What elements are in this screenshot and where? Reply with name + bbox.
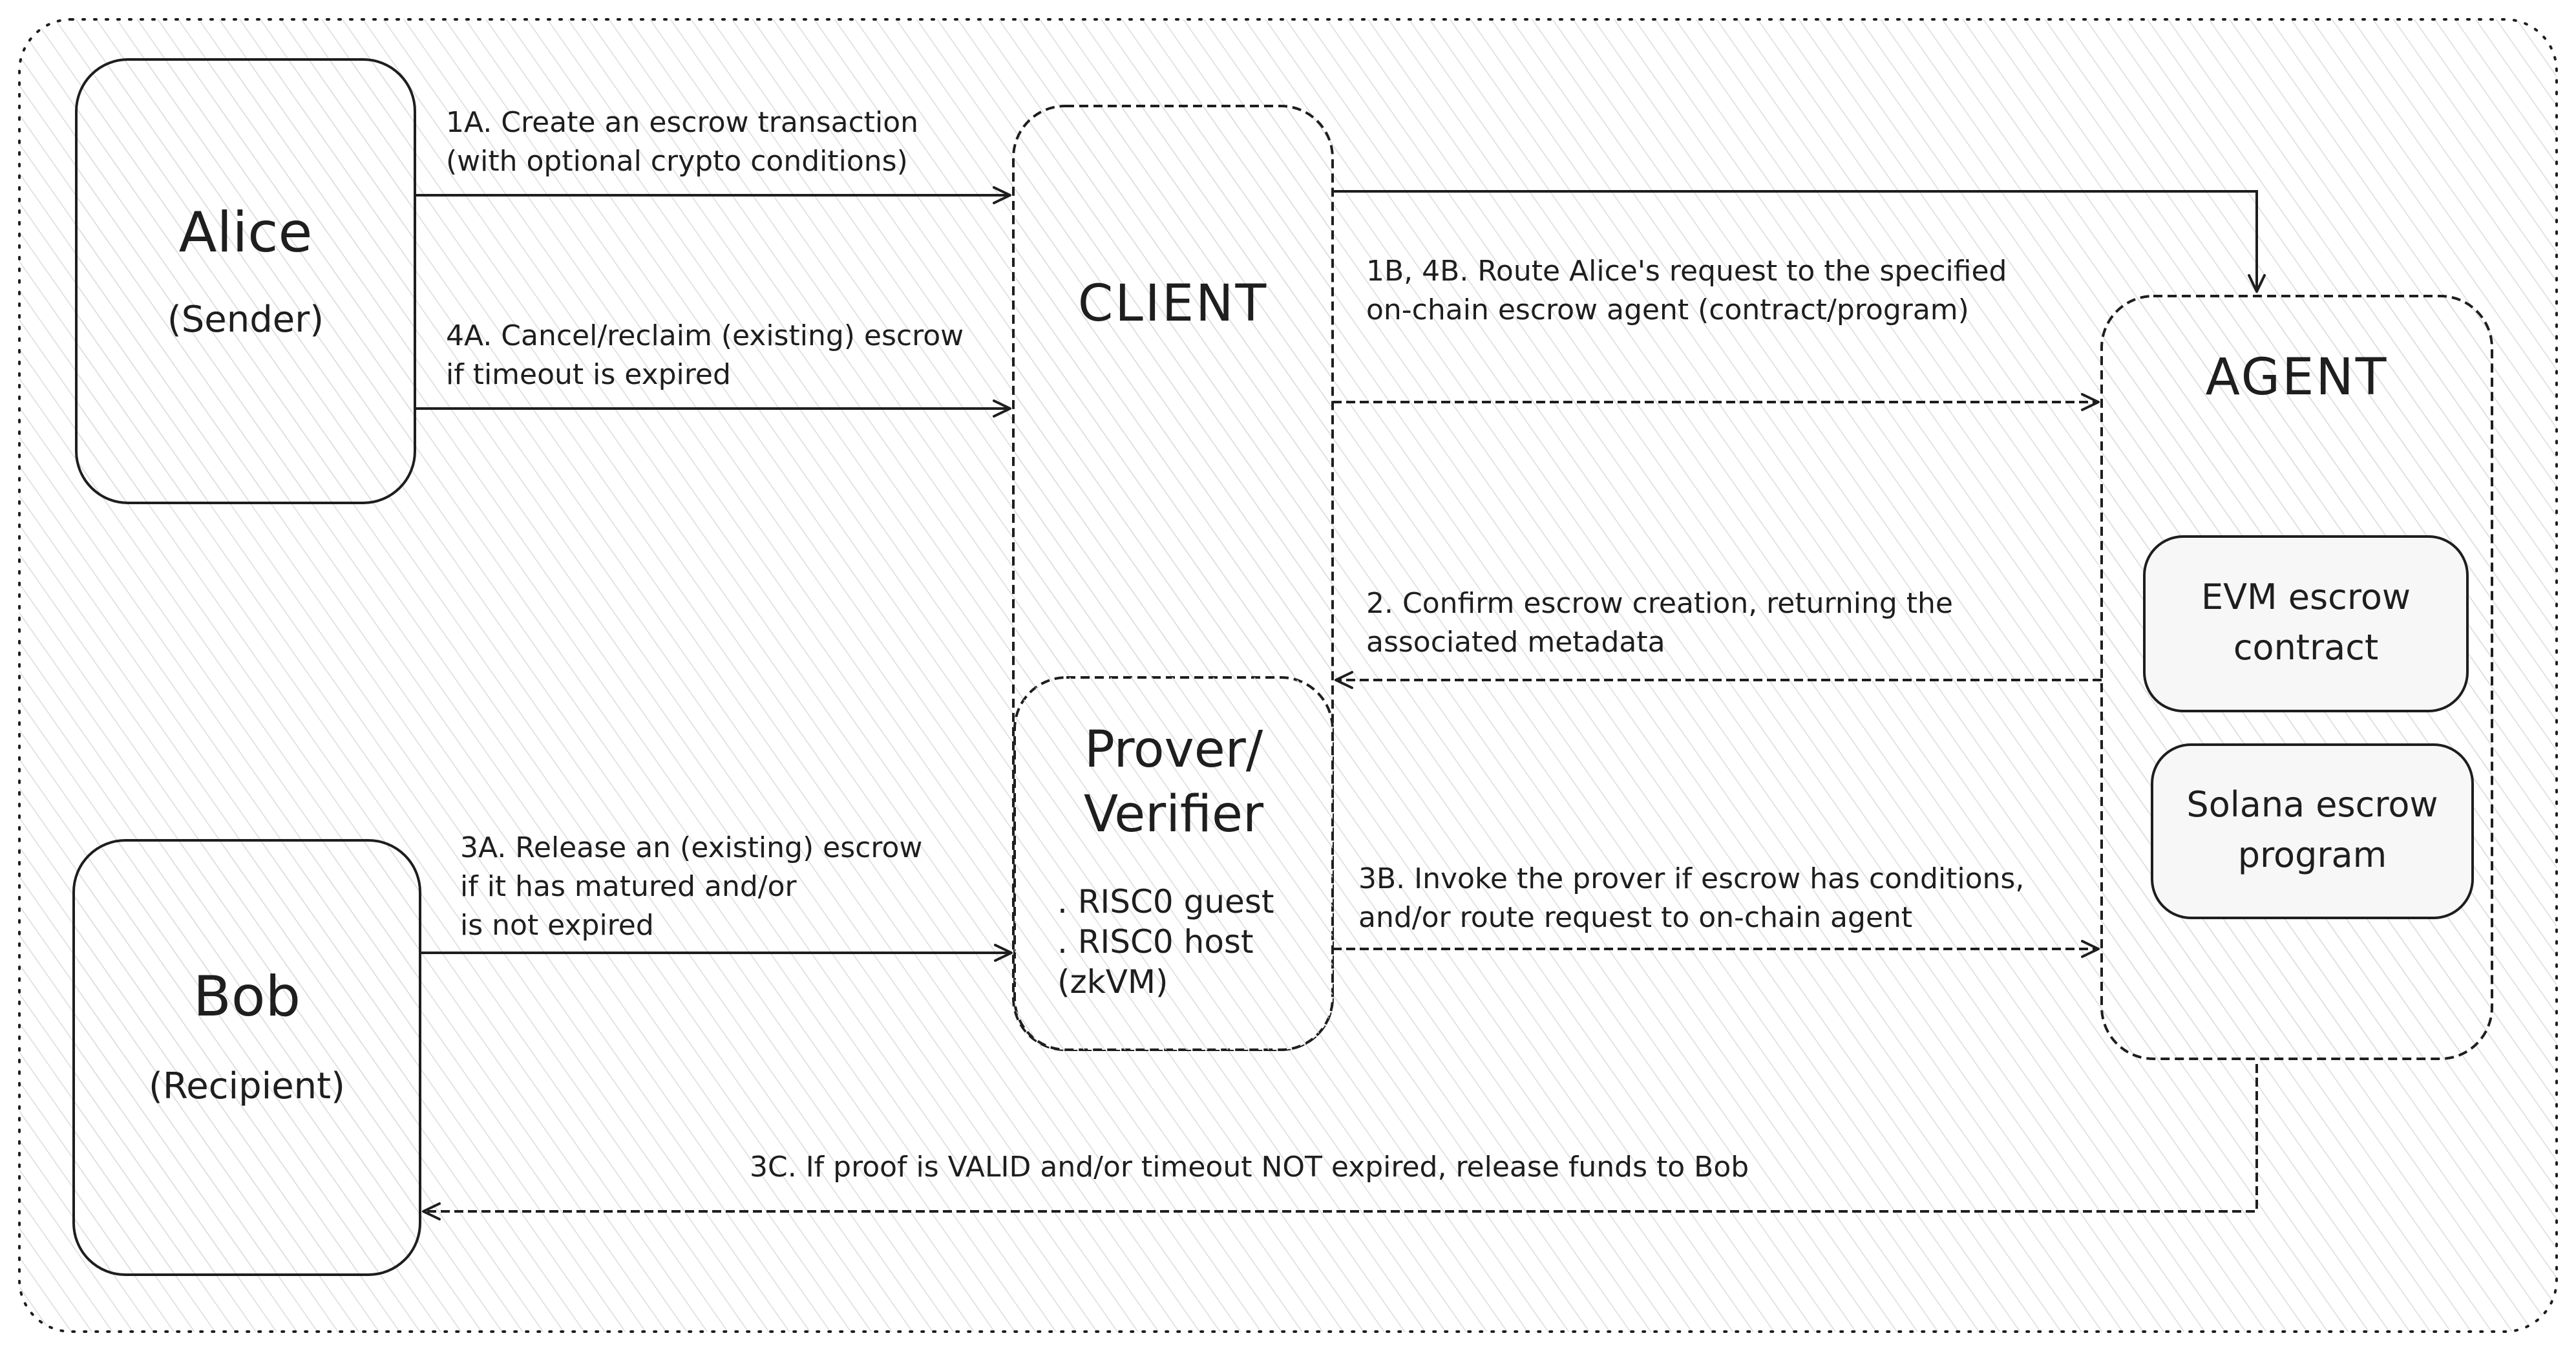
edge-3c-label: 3C. If proof is VALID and/or timeout NOT… — [750, 1148, 1749, 1187]
edge-4a-label: 4A. Cancel/reclaim (existing) escrow if … — [446, 317, 964, 394]
edge-1a-label: 1A. Create an escrow transaction (with o… — [446, 103, 918, 181]
edge-3b-label-line2: and/or route request to on-chain agent — [1358, 901, 1913, 934]
edge-1b-4b-label-line1: 1B, 4B. Route Alice's request to the spe… — [1366, 255, 2007, 288]
prover-title-line1: Prover/ — [1084, 721, 1263, 779]
bob-box[interactable] — [72, 839, 421, 1276]
edge-1a-label-line2: (with optional crypto conditions) — [446, 145, 908, 178]
edge-1b-4b-label-line2: on-chain escrow agent (contract/program) — [1366, 293, 1969, 326]
edge-3a-label: 3A. Release an (existing) escrow if it h… — [460, 829, 922, 945]
edge-4a-label-line2: if timeout is expired — [446, 358, 731, 391]
prover-items: . RISC0 guest . RISC0 host (zkVM) — [1057, 882, 1274, 1002]
evm-contract-line1: EVM escrow — [2201, 577, 2411, 617]
edge-3a-label-line1: 3A. Release an (existing) escrow — [460, 831, 923, 864]
alice-box[interactable] — [75, 58, 416, 504]
prover-item-host: . RISC0 host — [1057, 923, 1254, 961]
edge-3a-label-line3: is not expired — [460, 909, 654, 942]
solana-program-line2: program — [2237, 835, 2387, 875]
prover-item-guest: . RISC0 guest — [1057, 883, 1274, 920]
edge-2-label-line2: associated metadata — [1366, 626, 1665, 659]
edge-3c-arrow — [422, 1064, 2258, 1220]
client-title: CLIENT — [1077, 275, 1269, 333]
edge-3b-label-line1: 3B. Invoke the prover if escrow has cond… — [1358, 862, 2025, 895]
edge-4a-label-line1: 4A. Cancel/reclaim (existing) escrow — [446, 319, 964, 352]
prover-item-zkvm: (zkVM) — [1057, 963, 1168, 1001]
solana-program-label: Solana escrow program — [2152, 780, 2473, 880]
evm-contract-label: EVM escrow contract — [2144, 572, 2467, 673]
solana-program-box[interactable] — [2151, 743, 2474, 919]
edge-client-agent-elbow — [1333, 190, 2266, 293]
edge-2-label-line1: 2. Confirm escrow creation, returning th… — [1366, 587, 1953, 620]
alice-role: (Sender) — [167, 299, 324, 341]
edge-2-label: 2. Confirm escrow creation, returning th… — [1366, 584, 1953, 662]
bob-name: Bob — [193, 964, 301, 1029]
solana-program-line1: Solana escrow — [2186, 784, 2438, 825]
edge-1b-4b-label: 1B, 4B. Route Alice's request to the spe… — [1366, 252, 2007, 330]
edge-3b-label: 3B. Invoke the prover if escrow has cond… — [1358, 860, 2024, 937]
agent-title: AGENT — [2205, 348, 2389, 407]
evm-contract-box[interactable] — [2143, 535, 2469, 712]
evm-contract-line2: contract — [2233, 627, 2379, 668]
edge-3c-label-line1: 3C. If proof is VALID and/or timeout NOT… — [750, 1151, 1749, 1184]
alice-name: Alice — [178, 200, 313, 265]
prover-title: Prover/ Verifier — [1015, 718, 1333, 847]
bob-role: (Recipient) — [149, 1065, 345, 1107]
prover-title-line2: Verifier — [1083, 785, 1264, 844]
edge-3a-label-line2: if it has matured and/or — [460, 870, 797, 903]
edge-1a-label-line1: 1A. Create an escrow transaction — [446, 106, 919, 139]
